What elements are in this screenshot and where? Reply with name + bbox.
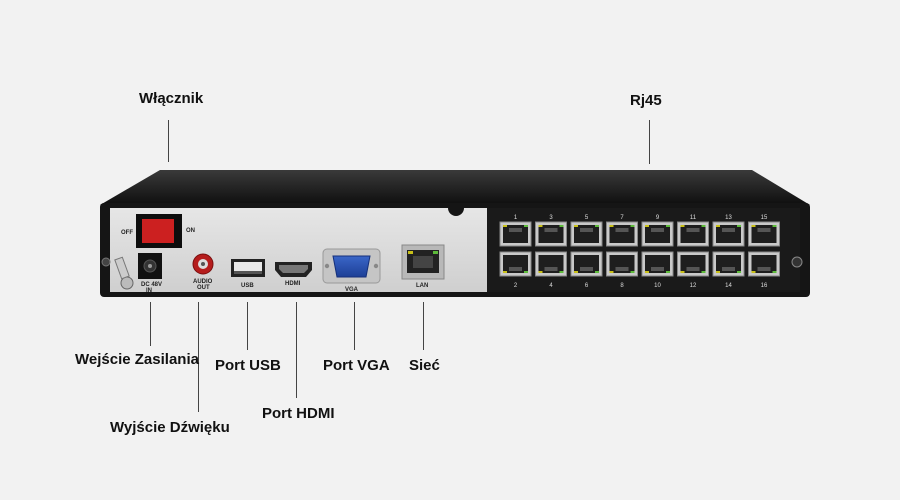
leader-power-switch — [168, 120, 169, 162]
label-lan: LAN — [416, 283, 428, 289]
callout-usb: Port USB — [215, 357, 281, 374]
label-vga: VGA — [345, 287, 359, 293]
rj45-number-6: 6 — [585, 283, 589, 289]
leader-audio-out — [198, 302, 199, 412]
rj45-number-4: 4 — [549, 283, 553, 289]
rj45-number-3: 3 — [549, 215, 553, 221]
rj45-number-5: 5 — [585, 215, 589, 221]
rca-jack-icon — [192, 253, 214, 275]
label-dc-2: IN — [146, 288, 152, 294]
vga-port-icon — [322, 248, 381, 284]
hdmi-port-icon — [275, 262, 312, 277]
rj45-port-8 — [606, 251, 638, 277]
rj45-number-12: 12 — [690, 283, 697, 289]
usb-port-icon — [231, 259, 265, 277]
leader-network — [423, 302, 424, 350]
lan-port-icon — [401, 244, 445, 280]
rj45-number-7: 7 — [620, 215, 624, 221]
device-top-lid — [100, 170, 810, 205]
callout-hdmi: Port HDMI — [262, 405, 335, 422]
rj45-port-7 — [606, 221, 638, 247]
rj45-port-6 — [570, 251, 603, 277]
rj45-port-4 — [535, 251, 567, 277]
rj45-port-13 — [712, 221, 745, 247]
rj45-block — [487, 208, 800, 292]
rj45-number-15: 15 — [761, 215, 768, 221]
rj45-port-2 — [499, 251, 532, 277]
screw-left-icon — [101, 257, 111, 267]
rj45-number-8: 8 — [620, 283, 624, 289]
rj45-number-11: 11 — [690, 215, 697, 221]
rj45-number-10: 10 — [654, 283, 661, 289]
power-switch-icon — [136, 214, 182, 248]
rj45-port-16 — [748, 251, 780, 277]
callout-power-input: Wejście Zasilania — [75, 351, 199, 368]
label-usb: USB — [241, 283, 254, 289]
callout-network: Sieć — [409, 357, 440, 374]
callout-power-switch: Włącznik — [139, 90, 204, 107]
rj45-port-11 — [677, 221, 709, 247]
rj45-number-2: 2 — [514, 283, 518, 289]
leader-vga — [354, 302, 355, 350]
label-on: ON — [186, 228, 195, 234]
rj45-port-12 — [677, 251, 709, 277]
rj45-number-14: 14 — [725, 283, 732, 289]
label-hdmi: HDMI — [285, 281, 301, 287]
rj45-port-9 — [641, 221, 674, 247]
rj45-port-10 — [641, 251, 674, 277]
dc-jack-icon — [138, 253, 162, 279]
label-audio-1: AUDIO — [193, 279, 213, 285]
callout-vga: Port VGA — [323, 357, 390, 374]
rj45-port-15 — [748, 221, 780, 247]
rj45-number-13: 13 — [725, 215, 732, 221]
rj45-number-16: 16 — [761, 283, 768, 289]
ground-stud-icon — [114, 256, 134, 290]
leader-rj45 — [649, 120, 650, 164]
rj45-port-14 — [712, 251, 745, 277]
leader-hdmi — [296, 302, 297, 398]
rj45-port-3 — [535, 221, 567, 247]
label-dc-1: DC 48V — [141, 282, 162, 288]
rj45-port-1 — [499, 221, 532, 247]
screw-right-icon — [791, 256, 803, 268]
leader-power-input — [150, 302, 151, 346]
rj45-number-1: 1 — [514, 215, 518, 221]
label-off: OFF — [121, 230, 133, 236]
rj45-port-5 — [570, 221, 603, 247]
callout-audio-out: Wyjście Dźwięku — [110, 419, 230, 436]
callout-rj45: Rj45 — [630, 92, 662, 109]
rj45-number-9: 9 — [656, 215, 660, 221]
leader-usb — [247, 302, 248, 350]
label-audio-2: OUT — [197, 285, 210, 291]
